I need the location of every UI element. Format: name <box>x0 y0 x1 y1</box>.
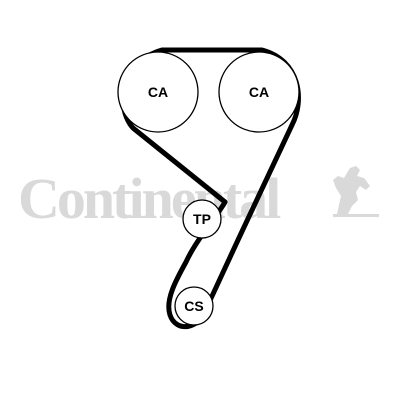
horse-icon <box>333 166 379 217</box>
watermark-brand-text: Continental <box>18 166 281 231</box>
crankshaft-pulley: CS <box>174 286 214 326</box>
pulley-label: CS <box>184 298 203 314</box>
continental-watermark: Continental <box>18 166 379 231</box>
pulley-label: CA <box>148 84 168 100</box>
camshaft-pulley-left: CA <box>117 51 199 133</box>
pulley-label: CA <box>249 84 269 100</box>
tensioner-pulley: TP <box>182 199 222 239</box>
camshaft-pulley-right: CA <box>218 51 300 133</box>
pulley-label: TP <box>193 211 211 227</box>
